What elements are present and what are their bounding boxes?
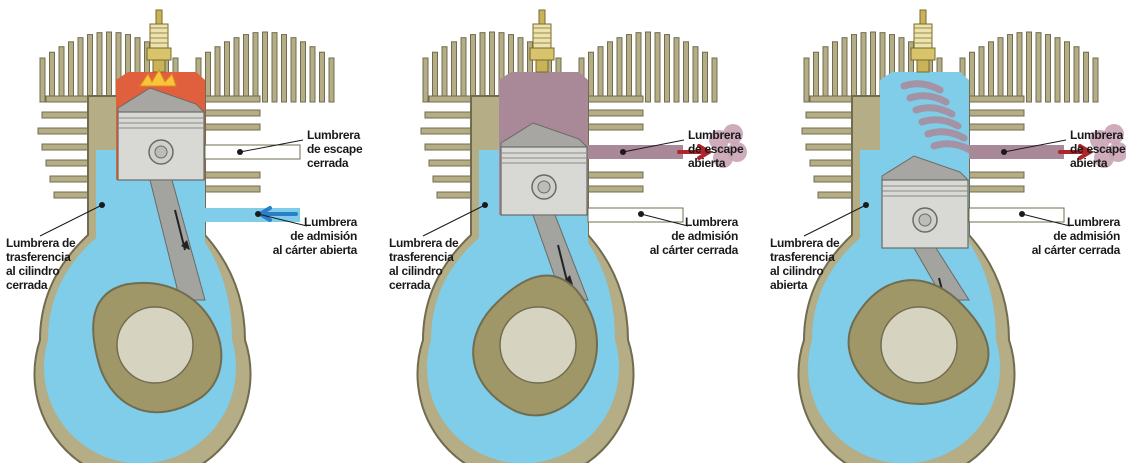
cylinder-side-fins-left [38,96,94,198]
exhaust-port [588,145,683,159]
exhaust-port [205,145,300,159]
cylinder-side-fins-right [205,96,260,192]
main-bearing [500,307,576,383]
cylinder-side-fins-right [969,96,1024,192]
cylinder-side-fins-left [802,96,858,198]
cylinder-side-fins-right [588,96,643,192]
piston [118,88,204,180]
main-bearing [117,307,193,383]
piston [882,156,968,248]
exhaust-port [969,145,1064,159]
cylinder-side-fins-left [421,96,477,198]
main-bearing [881,307,957,383]
piston [501,123,587,215]
intake-port [588,208,683,222]
intake-port [969,208,1064,222]
